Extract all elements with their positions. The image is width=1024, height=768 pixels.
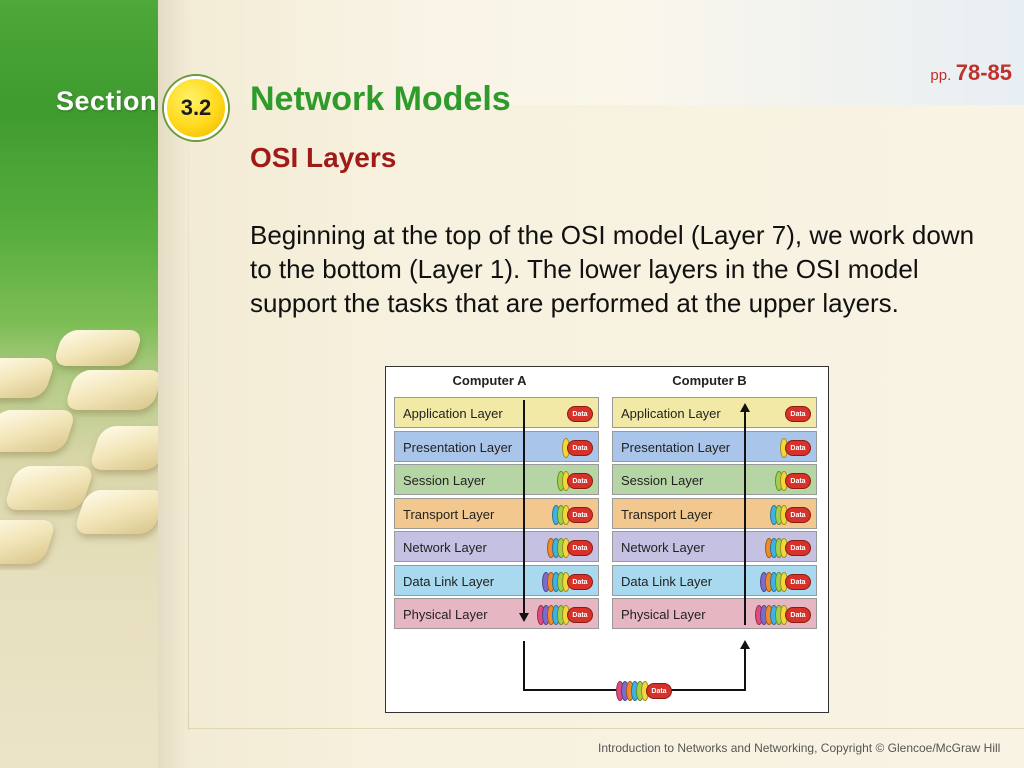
data-pill: Data — [785, 607, 811, 623]
data-encapsulation: Data — [395, 437, 600, 458]
section-number: 3.2 — [180, 95, 212, 120]
osi-layer-label: Application Layer — [403, 406, 503, 421]
pages-range: 78-85 — [955, 60, 1012, 85]
data-encapsulation: Data — [613, 404, 818, 424]
top-glow — [158, 0, 1024, 105]
osi-layer-row: Transport Layer Data — [394, 497, 600, 529]
data-encapsulation: Data — [613, 471, 818, 491]
link-up-arrow-head — [740, 640, 750, 649]
osi-layer-label: Application Layer — [621, 406, 721, 421]
osi-layer-row: Session Layer Data — [394, 464, 599, 495]
link-down-line — [523, 641, 525, 691]
osi-layer-row: Physical Layer Data — [394, 598, 599, 629]
osi-layer-row: Application Layer Data — [612, 397, 817, 428]
osi-layer-row: Presentation Layer Data — [612, 430, 818, 462]
osi-layer-row: Network Layer Data — [612, 531, 817, 562]
down-arrow-head — [519, 613, 529, 622]
data-encapsulation: Data — [613, 571, 818, 592]
content-edge — [188, 0, 189, 730]
data-pill: Data — [785, 406, 811, 422]
data-encapsulation: Data — [395, 571, 600, 592]
data-pill: Data — [646, 683, 672, 699]
data-encapsulation: Data — [395, 471, 600, 491]
data-encapsulation: Data — [395, 538, 600, 558]
footer-line — [188, 728, 1024, 729]
osi-layer-label: Physical Layer — [621, 607, 706, 622]
computer-b-heading: Computer B — [672, 373, 747, 388]
data-encapsulation: Data — [613, 437, 818, 458]
data-pill: Data — [567, 573, 593, 590]
up-arrow-head — [740, 403, 750, 412]
footer-copyright: Introduction to Networks and Networking,… — [598, 741, 1001, 755]
data-pill: Data — [567, 473, 593, 489]
osi-layer-row: Physical Layer Data — [612, 598, 817, 629]
osi-layer-label: Transport Layer — [621, 506, 713, 522]
up-arrow-line — [744, 411, 746, 625]
data-pill: Data — [567, 439, 593, 456]
data-pill: Data — [567, 406, 593, 422]
data-encapsulation: Data — [613, 538, 818, 558]
data-pill: Data — [785, 473, 811, 489]
data-encapsulation: Data — [395, 605, 600, 625]
slide-subtitle: OSI Layers — [250, 142, 397, 173]
data-pill: Data — [567, 540, 593, 556]
osi-layer-label: Data Link Layer — [403, 573, 495, 589]
osi-layer-row: Data Link Layer Data — [612, 564, 818, 596]
computer-a-heading: Computer A — [452, 373, 527, 388]
osi-layer-label: Presentation Layer — [621, 439, 731, 455]
data-encapsulation: Data — [395, 504, 600, 525]
osi-layer-label: Data Link Layer — [621, 573, 713, 589]
osi-layer-row: Network Layer Data — [394, 531, 599, 562]
body-paragraph: Beginning at the top of the OSI model (L… — [250, 220, 975, 318]
pages-prefix: pp. — [930, 67, 952, 84]
osi-layer-label: Transport Layer — [403, 506, 495, 522]
data-pill: Data — [785, 506, 811, 523]
osi-layer-label: Session Layer — [403, 473, 486, 488]
osi-layer-row: Application Layer Data — [394, 397, 599, 428]
keyboard-image — [0, 330, 158, 570]
data-pill: Data — [785, 439, 811, 456]
data-pill: Data — [785, 540, 811, 556]
osi-layer-row: Transport Layer Data — [612, 497, 818, 529]
down-arrow-line — [523, 400, 525, 614]
page-reference: pp. 78-85 — [930, 60, 1012, 86]
osi-layer-row: Presentation Layer Data — [394, 430, 600, 462]
slide-title: Network Models — [250, 80, 511, 118]
section-badge: 3.2 — [164, 76, 228, 140]
osi-layer-row: Session Layer Data — [612, 464, 817, 495]
osi-layer-label: Network Layer — [403, 540, 487, 555]
osi-layer-label: Physical Layer — [403, 607, 488, 622]
osi-layer-label: Presentation Layer — [403, 439, 513, 455]
data-pill: Data — [567, 607, 593, 623]
osi-layer-label: Session Layer — [621, 473, 704, 488]
data-encapsulation: Data — [613, 605, 818, 625]
section-label: Section — [56, 86, 158, 116]
data-encapsulation: Data — [395, 404, 600, 424]
data-pill: Data — [567, 506, 593, 523]
data-pill: Data — [785, 573, 811, 590]
data-encapsulation: Data — [613, 504, 818, 525]
link-up-line — [744, 649, 746, 691]
osi-layer-row: Data Link Layer Data — [394, 564, 600, 596]
osi-layer-label: Network Layer — [621, 540, 705, 555]
wire-data-packet: Data — [612, 681, 672, 701]
